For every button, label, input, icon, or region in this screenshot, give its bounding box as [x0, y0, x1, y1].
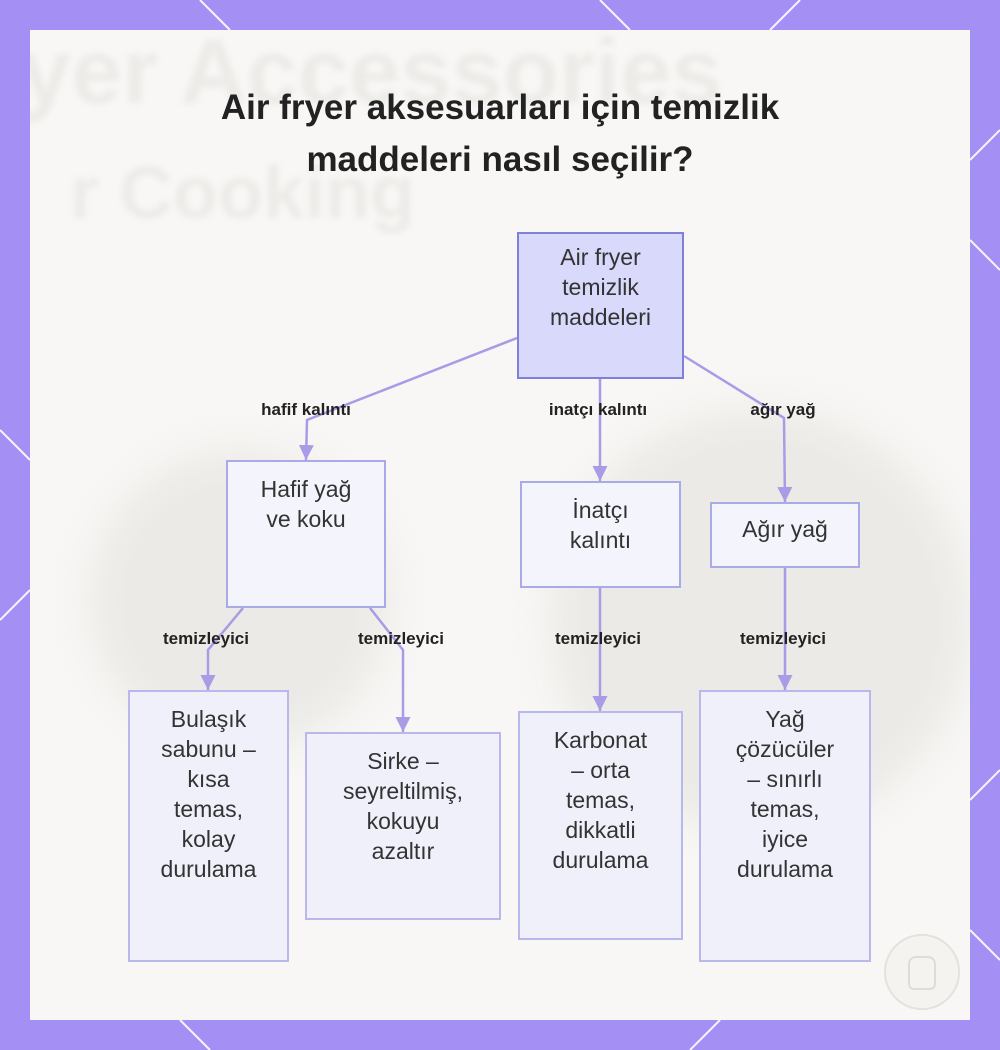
- node-line: Hafif yağ: [260, 476, 352, 502]
- node-line: Sirke –: [367, 748, 439, 774]
- edge-label-temizleyici: temizleyici: [740, 629, 826, 648]
- node-line: İnatçı: [572, 497, 629, 523]
- leaf-sirke: Sirke – seyreltilmiş, kokuyu azaltır: [305, 732, 501, 920]
- node-line: Bulaşık: [170, 706, 247, 732]
- node-line: – orta: [571, 757, 630, 783]
- node-line: durulama: [552, 847, 649, 873]
- brand-logo-icon: [884, 934, 960, 1010]
- node-line: ve koku: [266, 506, 346, 532]
- edge-label-inatci-kalinti: inatçı kalıntı: [548, 400, 648, 419]
- edge-label-hafif-kalinti: hafif kalıntı: [261, 400, 351, 419]
- node-line: durulama: [737, 856, 833, 882]
- node-line: kısa: [187, 766, 230, 792]
- node-line: iyice: [761, 826, 808, 852]
- node-line: dikkatli: [565, 817, 636, 843]
- logo-glyph: [908, 956, 936, 990]
- node-line: çözücüler: [735, 736, 835, 762]
- page-title: Air fryer aksesuarları için temizlik mad…: [30, 82, 970, 186]
- node-line: Karbonat: [553, 727, 648, 753]
- edge-root-to-agir: [683, 354, 793, 503]
- node-line: azaltır: [371, 838, 435, 864]
- node-line: sabunu –: [161, 736, 256, 762]
- node-line: seyreltilmiş,: [342, 778, 464, 804]
- background-watermark-subtext: r Cooking: [70, 151, 416, 234]
- node-line: kolay: [181, 826, 236, 852]
- leaf-bulasik-sabunu: Bulaşık sabunu – kısa temas, kolay durul…: [128, 690, 289, 962]
- node-line: Yağ: [765, 706, 805, 732]
- node-line: kalıntı: [569, 527, 632, 553]
- node-agir-yag: Ağır yağ: [710, 502, 860, 568]
- node-line: durulama: [160, 856, 257, 882]
- leaf-yag-cozuculer: Yağ çözücüler – sınırlı temas, iyice dur…: [699, 690, 871, 962]
- node-line: Air fryer: [560, 244, 641, 270]
- background-watermark-text: yer Accessories: [30, 30, 723, 123]
- leaf-karbonat: Karbonat – orta temas, dikkatli durulama: [518, 711, 683, 940]
- node-line: Ağır yağ: [742, 516, 828, 542]
- node-line: kokuyu: [366, 808, 440, 834]
- edge-hafif-to-bulasik: [200, 607, 244, 690]
- edge-root-to-hafif: [298, 336, 518, 461]
- edge-label-agir-yag: ağır yağ: [750, 400, 816, 419]
- node-line: maddeleri: [550, 304, 651, 330]
- title-line: Air fryer aksesuarları için temizlik: [220, 88, 780, 127]
- node-inatci-kalinti: İnatçı kalıntı: [520, 481, 681, 588]
- edge-label-temizleyici: temizleyici: [163, 629, 249, 648]
- node-line: temizlik: [562, 274, 639, 300]
- edge-hafif-to-sirke: [369, 607, 411, 732]
- title-line: maddeleri nasıl seçilir?: [306, 140, 694, 179]
- node-line: temas,: [750, 796, 820, 822]
- node-hafif-yag: Hafif yağ ve koku: [226, 460, 386, 608]
- root-node: Air fryer temizlik maddeleri: [517, 232, 684, 379]
- node-line: – sınırlı: [747, 766, 823, 792]
- node-line: temas,: [565, 787, 635, 813]
- edge-label-temizleyici: temizleyici: [555, 629, 641, 648]
- node-line: temas,: [173, 796, 243, 822]
- edge-label-temizleyici: temizleyici: [358, 629, 444, 648]
